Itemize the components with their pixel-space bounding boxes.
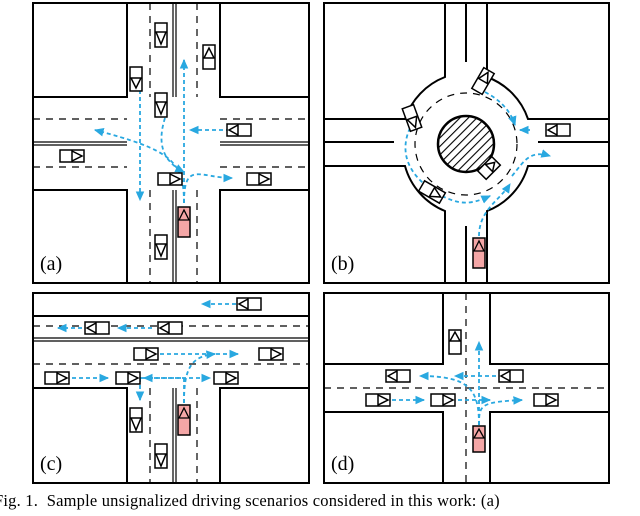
roundabout-lane-line — [414, 92, 518, 196]
road-edges — [33, 315, 309, 483]
trajectory-arrows — [392, 340, 524, 426]
panel-a-label: (a) — [40, 253, 62, 275]
panel-a-frame — [32, 2, 310, 284]
lane-markings — [33, 3, 309, 283]
other-vehicles — [44, 297, 284, 469]
ego-vehicle — [472, 237, 486, 269]
panel-d-label: (d) — [331, 453, 354, 475]
road-edges — [33, 3, 309, 283]
trajectory-arrows — [56, 299, 240, 404]
roundabout-island — [436, 114, 496, 174]
panel-c-label: (c) — [40, 453, 62, 475]
panel-b: (b) — [323, 2, 610, 284]
lane-dashes — [324, 293, 609, 483]
ego-vehicle — [177, 206, 191, 238]
trajectory-arrows — [404, 91, 552, 237]
panel-c: (c) — [32, 292, 310, 484]
lane-markings — [33, 337, 309, 483]
other-vehicles — [401, 66, 571, 205]
other-vehicles — [365, 329, 559, 407]
figure-caption: Fig. 1. Sample unsignalized driving scen… — [0, 490, 640, 512]
ego-vehicle — [177, 404, 191, 436]
trajectory-arrows — [93, 58, 234, 204]
other-vehicles — [59, 22, 272, 260]
panel-a: (a) — [32, 2, 310, 284]
caption-text: Sample unsignalized driving scenarios co… — [46, 491, 500, 510]
caption-prefix: Fig. 1. — [0, 491, 39, 510]
road-edges — [324, 293, 609, 483]
lane-dashes — [33, 3, 309, 283]
lane-dashes — [33, 325, 309, 483]
panel-d: (d) — [323, 292, 610, 484]
panel-b-label: (b) — [331, 253, 354, 275]
ego-vehicle — [472, 425, 486, 453]
